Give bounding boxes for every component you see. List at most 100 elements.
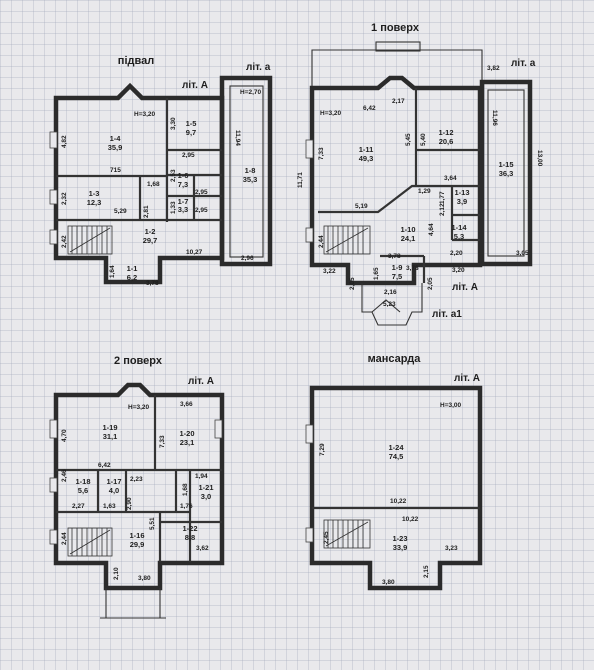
dimension: 3,62 xyxy=(196,545,209,552)
dimension: 1,77 xyxy=(439,191,446,204)
dimension: 3,66 xyxy=(180,401,193,408)
dimension: 715 xyxy=(110,167,121,174)
room-label: 1-23 xyxy=(392,534,407,543)
dimension: 5,19 xyxy=(355,203,368,210)
dimension: 10,22 xyxy=(390,498,407,505)
room-label: 1-8 xyxy=(245,166,256,175)
dimension: 3,30 xyxy=(170,117,177,130)
dimension: 4,70 xyxy=(61,429,68,442)
dimension: 1,65 xyxy=(373,267,380,280)
room-label: 1-7 xyxy=(178,197,189,206)
room-area: 24,1 xyxy=(401,234,416,243)
room-label: 1-17 xyxy=(106,477,121,486)
basement-lit-annex: літ. а xyxy=(246,62,271,73)
dimension: 6,42 xyxy=(363,105,376,112)
floor1-title: 1 поверх xyxy=(371,22,420,34)
room-area: 36,3 xyxy=(499,169,514,178)
dimension: 7,33 xyxy=(318,147,325,160)
dimension: 11,94 xyxy=(234,130,241,146)
dimension: 2,53 xyxy=(170,169,177,182)
basement-plan: підвал літ. А літ. а 1-4 35,9 1-5 9,7 1-… xyxy=(49,55,273,287)
dimension: 4,64 xyxy=(428,223,435,236)
dimension: 3,23 xyxy=(445,545,458,552)
dimension: 13,00 xyxy=(536,150,543,167)
basement-annex-outline xyxy=(219,75,273,267)
dimension: 1,94 xyxy=(195,473,208,480)
floor1-lit-annex: літ. а xyxy=(511,58,536,69)
dimension: 3,82 xyxy=(487,65,500,72)
room-label: 1-13 xyxy=(454,188,469,197)
dimension: 2,20 xyxy=(450,250,463,257)
dimension: 2,42 xyxy=(61,235,68,248)
dimension: 7,29 xyxy=(319,443,326,456)
basement-title: підвал xyxy=(118,55,154,67)
dimension: 3,78 xyxy=(388,253,401,260)
room-area: 3,0 xyxy=(201,492,211,501)
room-label: 1-12 xyxy=(438,128,453,137)
dimension: 3,05 xyxy=(516,250,529,257)
dimension: 2,32 xyxy=(61,192,68,205)
room-label: 1-20 xyxy=(179,429,194,438)
room-area: 29,9 xyxy=(130,540,145,549)
room-area: 35,9 xyxy=(108,143,123,152)
room-area: 9,7 xyxy=(186,128,196,137)
dimension: 3,80 xyxy=(382,579,395,586)
dimension: 2,95 xyxy=(182,152,195,159)
room-label: 1-3 xyxy=(89,189,100,198)
room-label: 1-15 xyxy=(498,160,513,169)
dimension: 1,68 xyxy=(147,181,160,188)
floor2-lit-main: літ. А xyxy=(188,376,214,387)
room-area: 12,3 xyxy=(87,198,102,207)
room-label: 1-19 xyxy=(102,423,117,432)
dimension: 3,20 xyxy=(452,267,465,274)
dimension: 1,29 xyxy=(418,188,431,195)
dimension: 5,51 xyxy=(149,517,156,530)
dimension: Н=3,20 xyxy=(320,110,342,117)
dimension: 2,95 xyxy=(195,207,208,214)
room-label: 1-24 xyxy=(388,443,404,452)
room-area: 7,3 xyxy=(178,180,188,189)
room-label: 1-1 xyxy=(127,264,138,273)
dimension: 1,68 xyxy=(182,483,189,496)
dimension: 2,96 xyxy=(241,255,254,262)
floor1-lit-annex1: літ. а1 xyxy=(432,309,462,320)
dimension: 10,27 xyxy=(186,249,203,256)
room-label: 1-4 xyxy=(110,134,122,143)
attic-outline xyxy=(309,385,483,591)
dimension: 2,05 xyxy=(427,277,434,290)
basement-outline xyxy=(53,82,225,285)
dimension: 10,22 xyxy=(402,516,419,523)
room-area: 4,0 xyxy=(109,486,119,495)
room-label: 1-22 xyxy=(182,524,197,533)
dimension: 5,40 xyxy=(420,133,427,146)
room-label: 1-11 xyxy=(359,145,374,154)
dimension: 2,95 xyxy=(195,189,208,196)
dimension: Н=3,00 xyxy=(440,402,462,409)
floor2-title: 2 поверх xyxy=(114,355,163,367)
dimension: 7,33 xyxy=(159,435,166,448)
room-label: 1-2 xyxy=(145,227,156,236)
room-area: 6,2 xyxy=(127,273,137,282)
room-area: 3,3 xyxy=(178,205,188,214)
dimension: 5,45 xyxy=(405,133,412,146)
room-area: 5,3 xyxy=(454,232,464,241)
dimension: 2,45 xyxy=(323,531,330,544)
dimension: 11,71 xyxy=(297,172,304,188)
dimension: 2,27 xyxy=(72,503,85,510)
room-area: 7,5 xyxy=(392,272,402,281)
dimension: Н=3,20 xyxy=(128,404,150,411)
room-area: 8,8 xyxy=(185,533,195,542)
dimension: 2,44 xyxy=(318,235,325,248)
room-area: 74,5 xyxy=(389,452,404,461)
basement-lit-main: літ. А xyxy=(182,80,208,91)
basement-stair xyxy=(67,225,113,255)
dimension: 1,76 xyxy=(180,503,193,510)
room-area: 31,1 xyxy=(103,432,118,441)
floor2-outline xyxy=(53,382,225,591)
room-label: 1-5 xyxy=(186,119,197,128)
dimension: 2,12 xyxy=(439,203,446,216)
dimension: 2,16 xyxy=(384,289,397,296)
room-area: 23,1 xyxy=(180,438,195,447)
dimension: 2,46 xyxy=(61,469,68,482)
floor2-plan: 2 поверх літ. А 1-19 31,1 1-20 23,1 1-18… xyxy=(49,355,225,619)
